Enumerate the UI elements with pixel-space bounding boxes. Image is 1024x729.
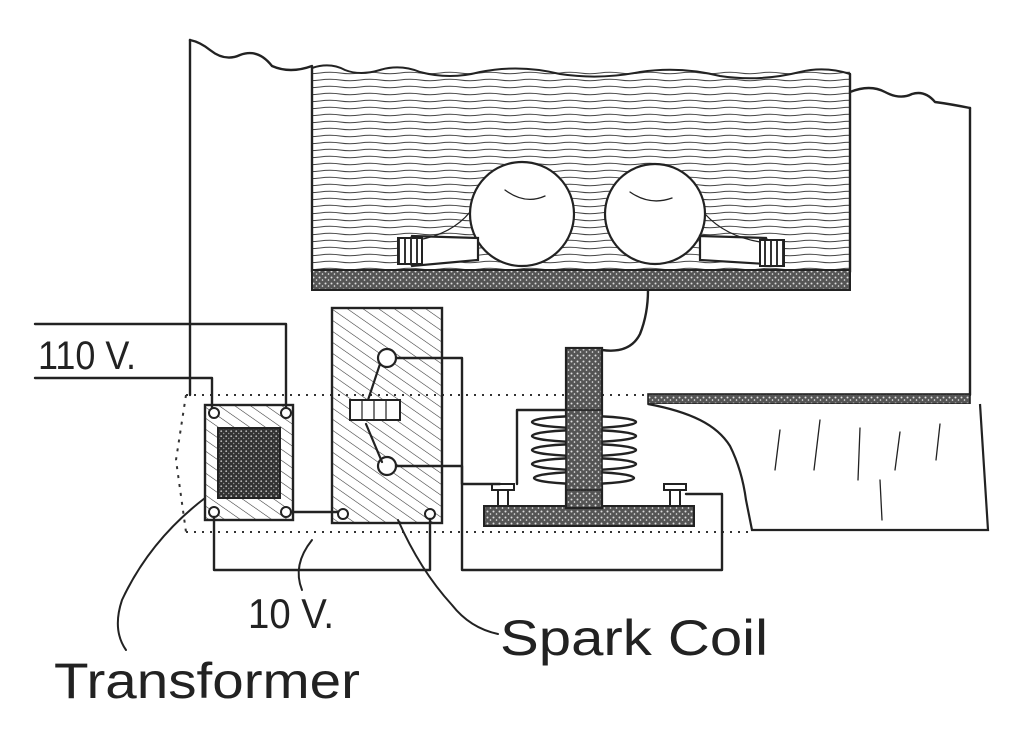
spark-coil xyxy=(483,346,695,527)
transformer xyxy=(203,403,295,522)
leader-lines xyxy=(116,497,499,651)
transformer-label: Transformer xyxy=(54,653,360,709)
secondary-voltage-label: 10 V. xyxy=(248,590,334,637)
light-bulb-left-icon xyxy=(397,160,576,268)
light-bulb-right-icon xyxy=(603,162,785,267)
circuit-wires xyxy=(212,288,724,572)
spark-coil-label: Spark Coil xyxy=(500,610,768,666)
bulb-box xyxy=(310,64,852,291)
shelf xyxy=(647,393,990,532)
switch-panel xyxy=(330,306,444,525)
supply-voltage-label: 110 V. xyxy=(38,334,136,378)
supply-wires xyxy=(33,322,288,412)
cabinet-outline xyxy=(188,38,972,397)
